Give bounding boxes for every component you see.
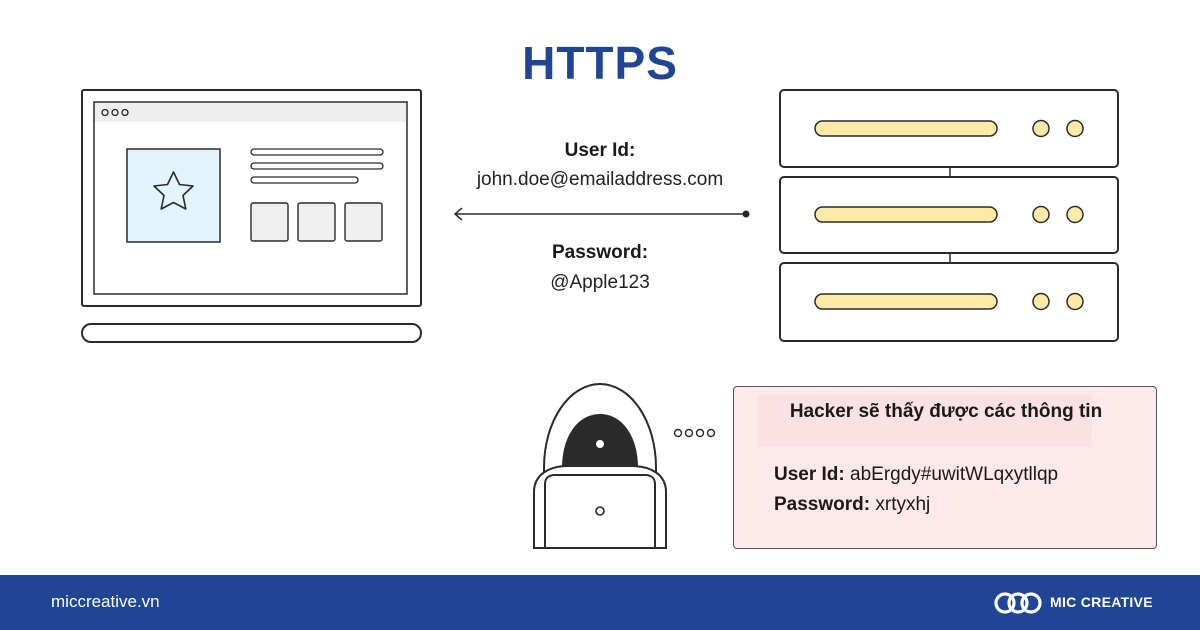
user-id-value: john.doe@emailaddress.com: [476, 169, 724, 190]
panel-password-label: Password:: [774, 494, 871, 515]
user-id-label: User Id:: [564, 140, 636, 161]
server-illustration: [779, 89, 1119, 342]
thought-dot-icon: [706, 428, 716, 438]
laptop-illustration: [81, 89, 422, 343]
cut-off-heading: [505, 0, 695, 6]
mic-logo-icon: [994, 592, 1042, 614]
tile-placeholder: [297, 202, 336, 242]
thought-dot-icon: [673, 428, 683, 438]
footer-brand: MIC CREATIVE: [1050, 594, 1153, 610]
panel-header-bg: [758, 395, 1092, 447]
eye: [596, 440, 604, 448]
password-value: @Apple123: [550, 272, 650, 293]
footer-bar: miccreative.vn MIC CREATIVE: [0, 575, 1200, 630]
footer-site-link[interactable]: miccreative.vn: [51, 592, 160, 611]
window-dot-icon: [111, 108, 119, 117]
text-line-placeholder: [250, 148, 384, 156]
tile-placeholder: [344, 202, 383, 242]
thought-dot-icon: [695, 428, 705, 438]
arrow-origin-dot: [742, 210, 750, 218]
arrow-head-icon: [453, 207, 463, 221]
panel-title: Hacker sẽ thấy được các thông tin: [789, 401, 1103, 422]
panel-user-id-value: abErgdy#uwitWLqxytllqp: [850, 464, 1059, 485]
panel-password-value: xrtyxhj: [875, 494, 931, 515]
laptop-logo-icon: [595, 506, 605, 516]
thought-dot-icon: [684, 428, 694, 438]
tile-placeholder: [250, 202, 289, 242]
image-placeholder: [126, 148, 221, 243]
browser-titlebar: [95, 103, 406, 122]
panel-user-id-row: User Id: abErgdy#uwitWLqxytllqp: [774, 464, 1058, 486]
laptop-base: [81, 323, 422, 343]
server-unit: [779, 89, 1119, 168]
server-unit: [779, 176, 1119, 254]
diagram-title: HTTPS: [522, 37, 678, 89]
transmission-arrow: [453, 207, 750, 221]
server-unit: [779, 262, 1119, 342]
password-label: Password:: [551, 242, 649, 263]
hacker-info-panel: Hacker sẽ thấy được các thông tin User I…: [733, 386, 1157, 549]
text-line-placeholder: [250, 176, 359, 184]
window-dot-icon: [101, 108, 109, 117]
panel-password-row: Password: xrtyxhj: [774, 494, 930, 516]
hacker-illustration: [533, 382, 716, 549]
panel-user-id-label: User Id:: [774, 464, 845, 485]
window-dot-icon: [121, 108, 129, 117]
star-icon: [153, 171, 194, 210]
text-line-placeholder: [250, 162, 384, 170]
hacker-laptop: [544, 474, 656, 549]
